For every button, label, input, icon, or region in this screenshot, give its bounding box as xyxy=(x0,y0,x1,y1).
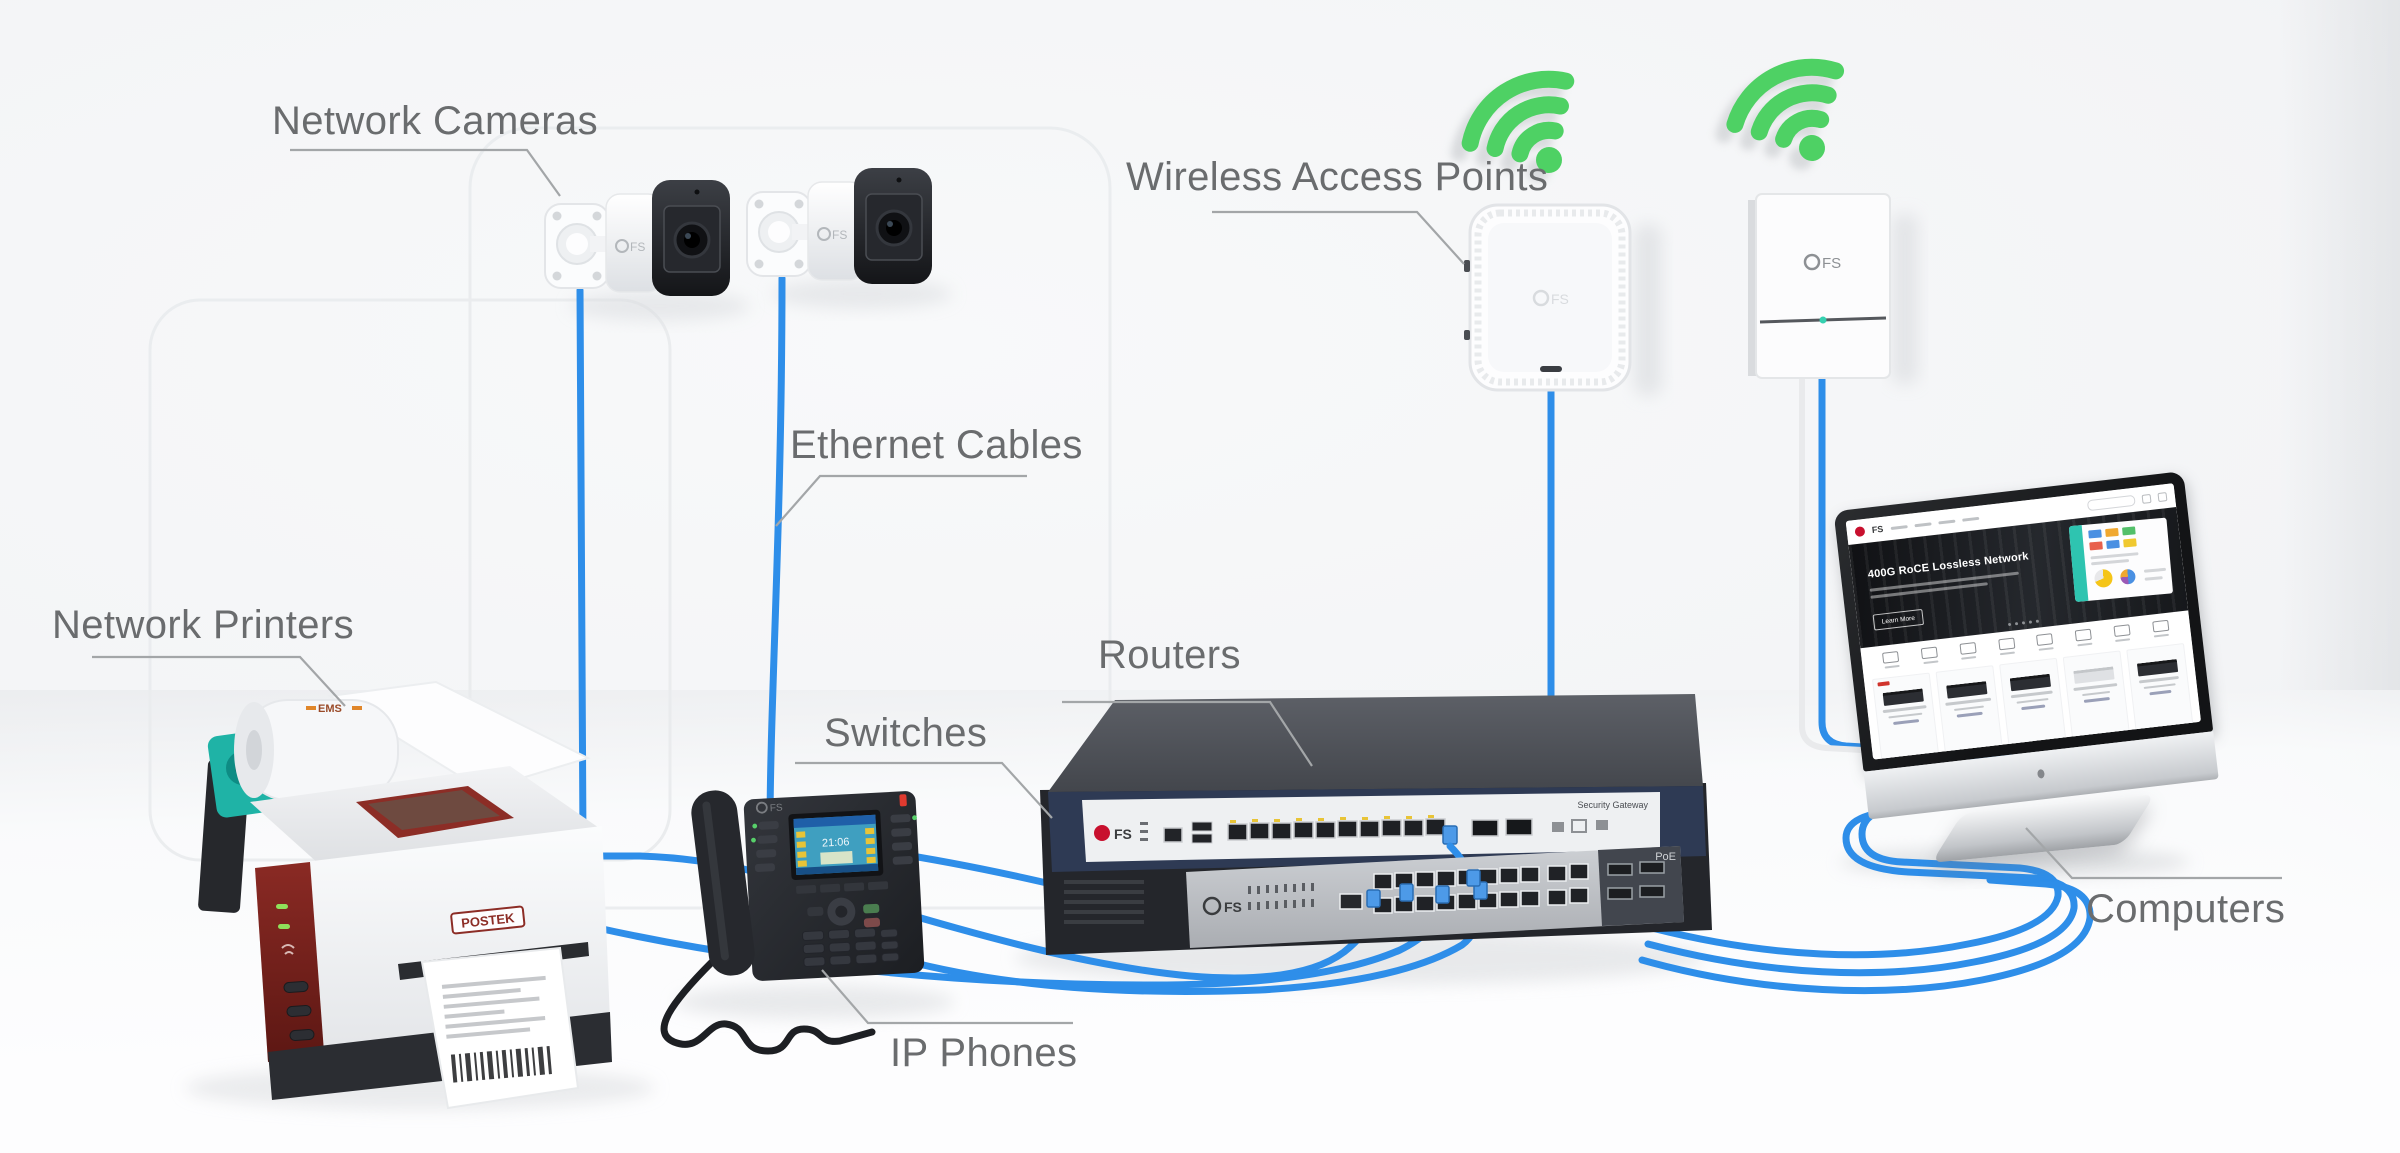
router-console-port xyxy=(1163,827,1183,843)
dashboard-graphic xyxy=(2068,517,2174,602)
category-item[interactable] xyxy=(1882,650,1900,669)
carousel-dots[interactable] xyxy=(2007,619,2040,627)
fs-logo-camera-1: FS xyxy=(615,239,645,254)
wifi-signal-icon-2 xyxy=(1726,58,1845,161)
account-icon[interactable] xyxy=(2141,493,2152,504)
phone-screen-time: 21:06 xyxy=(822,836,850,849)
fs-logo-camera-2: FS xyxy=(817,227,847,242)
label-network-cameras: Network Cameras xyxy=(272,99,599,143)
svg-text:EMS: EMS xyxy=(318,703,342,715)
product-card[interactable] xyxy=(1871,672,1940,760)
nav-item[interactable] xyxy=(1937,519,1955,525)
router-leds xyxy=(1140,822,1148,841)
fs-logo-ap-2: FS xyxy=(1803,253,1841,272)
product-card[interactable] xyxy=(2062,650,2130,739)
fs-logo-website xyxy=(1854,526,1866,538)
label-routers: Routers xyxy=(1098,633,1241,677)
wireless-access-point-1: FS xyxy=(1464,203,1632,392)
router-patch-connector xyxy=(1442,825,1458,845)
cart-icon[interactable] xyxy=(2157,491,2168,502)
svg-text:FS: FS xyxy=(832,228,847,242)
category-item[interactable] xyxy=(1997,637,2016,656)
network-camera-2: FS xyxy=(746,168,932,284)
category-item[interactable] xyxy=(2151,619,2170,638)
product-card[interactable] xyxy=(2126,643,2194,732)
network-camera-1: FS xyxy=(544,180,730,296)
svg-text:FS: FS xyxy=(630,240,645,254)
category-item[interactable] xyxy=(2036,633,2054,651)
router-panel-text: Security Gateway xyxy=(1577,800,1648,810)
hero-title: 400G RoCE Lossless Network xyxy=(1867,550,2030,581)
fs-logo-ap-1: FS xyxy=(1532,289,1569,307)
label-network-printers: Network Printers xyxy=(52,603,355,647)
product-card[interactable] xyxy=(1999,657,2067,746)
nav-item[interactable] xyxy=(1913,521,1932,527)
search-input[interactable] xyxy=(2086,494,2136,511)
svg-text:FS: FS xyxy=(1114,826,1132,842)
wireless-access-point-2: FS xyxy=(1748,193,1891,379)
svg-text:FS: FS xyxy=(1551,291,1569,307)
switch-console-port xyxy=(1339,893,1363,910)
category-item[interactable] xyxy=(1959,642,1977,660)
label-ip-phones: IP Phones xyxy=(890,1031,1078,1075)
fs-brand-text: FS xyxy=(1871,523,1884,536)
monitor-screen: FS 400G RoCE Lossless Network Learn More xyxy=(1845,483,2202,760)
network-printer: EMS POSTEK xyxy=(198,680,612,1110)
label-ethernet-cables: Ethernet Cables xyxy=(790,423,1083,467)
product-card[interactable] xyxy=(1935,665,2003,754)
svg-text:FS: FS xyxy=(1822,255,1841,272)
category-item[interactable] xyxy=(2113,624,2131,642)
wifi-signal-icon-1 xyxy=(1461,70,1575,173)
nav-item[interactable] xyxy=(1890,524,1908,530)
printer-receipt xyxy=(420,946,580,1110)
phone-led xyxy=(899,794,907,807)
svg-text:FS: FS xyxy=(770,803,784,815)
label-computers: Computers xyxy=(2086,887,2286,931)
pie-chart xyxy=(2119,568,2137,585)
computer: FS 400G RoCE Lossless Network Learn More xyxy=(1833,471,2226,887)
switch-panel-text: PoE xyxy=(1655,851,1676,863)
label-wireless-access-points: Wireless Access Points xyxy=(1126,155,1549,199)
ap-status-led xyxy=(1819,316,1827,324)
category-item[interactable] xyxy=(1920,646,1939,665)
monitor-logo xyxy=(2036,768,2045,779)
category-item[interactable] xyxy=(2074,628,2093,647)
router-switch-stack: FS Security Gateway xyxy=(1040,694,1712,955)
learn-more-button[interactable]: Learn More xyxy=(1872,608,1925,631)
router-top xyxy=(1048,694,1703,792)
label-switches: Switches xyxy=(824,711,988,755)
pie-chart xyxy=(2093,568,2114,589)
svg-text:FS: FS xyxy=(1224,899,1242,915)
nav-item[interactable] xyxy=(1961,516,1979,522)
